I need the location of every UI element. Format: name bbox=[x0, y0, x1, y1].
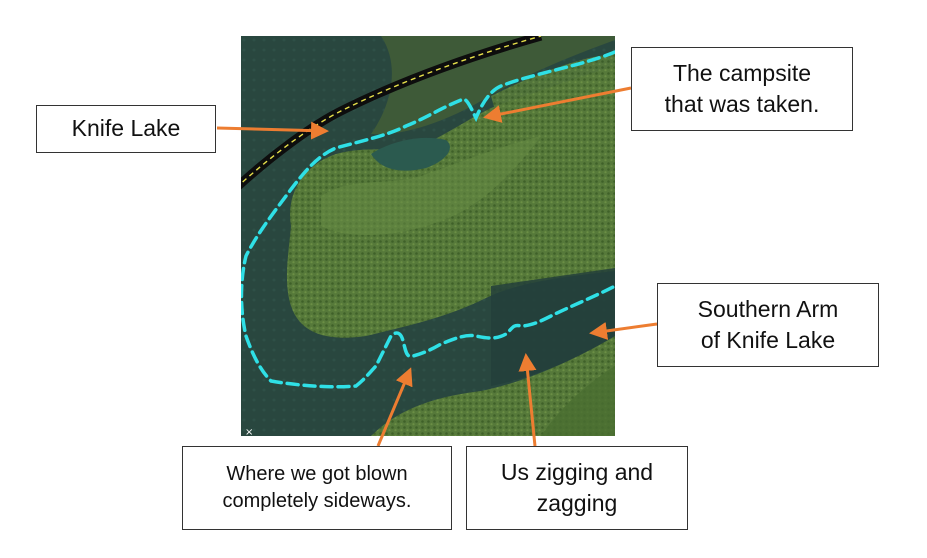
callout-knife-lake: Knife Lake bbox=[36, 105, 216, 153]
callout-campsite-line-2: that was taken. bbox=[664, 91, 820, 117]
canoe-route bbox=[241, 50, 615, 389]
map-corner-mark: × bbox=[245, 427, 253, 436]
callout-southern-arm-line-1: Southern Arm bbox=[697, 295, 839, 322]
road-centerline bbox=[241, 36, 542, 185]
satellite-map: × bbox=[241, 36, 615, 436]
land-south bbox=[371, 336, 615, 436]
callout-blown-sideways-line-1: Where we got blown bbox=[226, 463, 408, 485]
callout-campsite: The campsite that was taken. bbox=[631, 47, 853, 131]
land-south-shade bbox=[541, 366, 615, 436]
callout-zigzag-line-2: zagging bbox=[536, 490, 618, 516]
land-northeast bbox=[371, 36, 615, 135]
callout-knife-lake-line-1: Knife Lake bbox=[71, 115, 181, 142]
callout-zigzag: Us zigging and zagging bbox=[466, 446, 688, 530]
land-peninsula-shade bbox=[321, 136, 541, 236]
campsite-bay bbox=[371, 137, 450, 171]
callout-campsite-line-1: The campsite bbox=[672, 59, 812, 86]
callout-blown-sideways-line-2: completely sideways. bbox=[222, 490, 412, 512]
callout-southern-arm-line-2: of Knife Lake bbox=[700, 327, 836, 353]
callout-southern-arm: Southern Arm of Knife Lake bbox=[657, 283, 879, 367]
callout-blown-sideways: Where we got blown completely sideways. bbox=[182, 446, 452, 530]
callout-zigzag-line-1: Us zigging and bbox=[500, 458, 654, 485]
